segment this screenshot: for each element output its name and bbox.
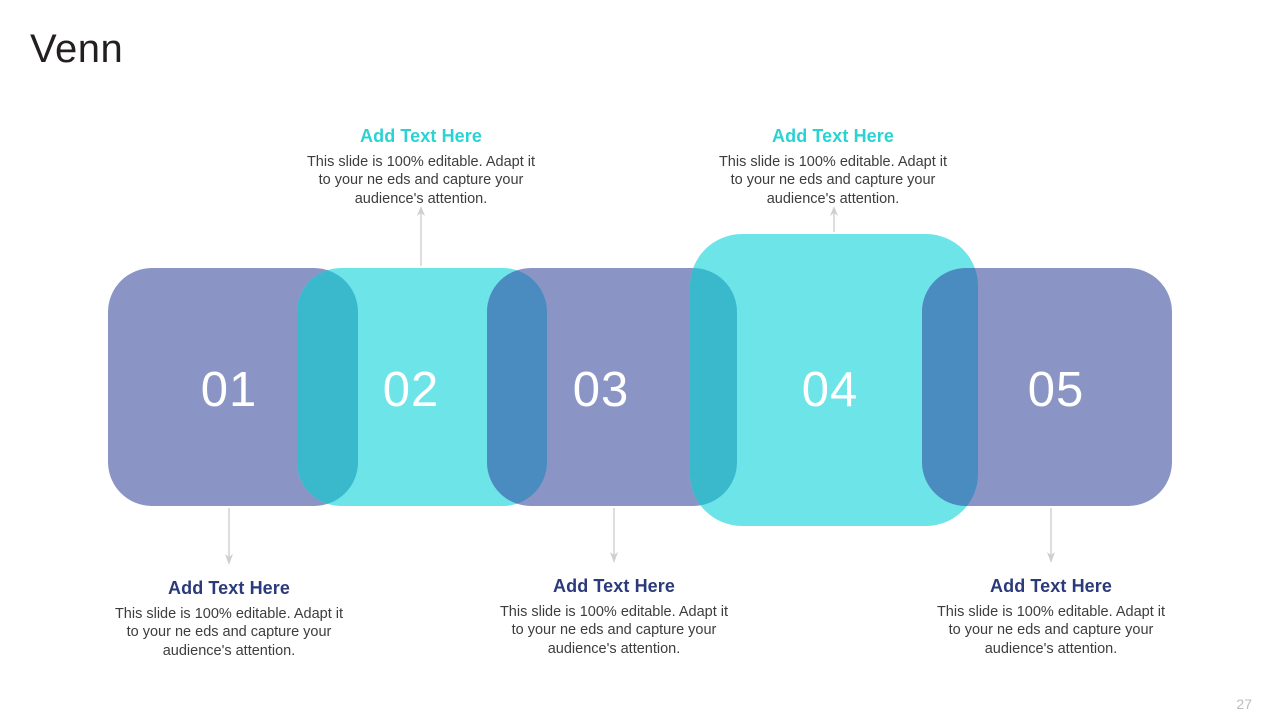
callout-title: Add Text Here	[772, 126, 894, 146]
callout-title: Add Text Here	[553, 576, 675, 596]
venn-number-03: 03	[572, 363, 630, 417]
page-title: Venn	[30, 27, 124, 71]
connector-down-01	[225, 508, 233, 565]
venn-number-02: 02	[382, 363, 440, 417]
connector-down-03	[610, 508, 618, 563]
venn-number-04: 04	[801, 363, 859, 417]
callout-title: Add Text Here	[168, 578, 290, 598]
callout-top-04[interactable]: Add Text Here This slide is 100% editabl…	[713, 125, 953, 208]
page-number: 27	[1236, 696, 1252, 712]
callout-body: This slide is 100% editable. Adapt it to…	[718, 153, 948, 207]
callout-body: This slide is 100% editable. Adapt it to…	[499, 603, 729, 657]
callout-title: Add Text Here	[360, 126, 482, 146]
callout-bottom-03[interactable]: Add Text Here This slide is 100% editabl…	[494, 575, 734, 658]
callout-body: This slide is 100% editable. Adapt it to…	[936, 603, 1166, 657]
connector-up-04	[830, 206, 838, 232]
venn-shape-05[interactable]	[922, 268, 1172, 506]
connector-down-05	[1047, 508, 1055, 563]
venn-number-05: 05	[1027, 363, 1085, 417]
callout-body: This slide is 100% editable. Adapt it to…	[114, 605, 344, 659]
venn-shape-01[interactable]	[108, 268, 358, 506]
callout-bottom-05[interactable]: Add Text Here This slide is 100% editabl…	[931, 575, 1171, 658]
callout-top-02[interactable]: Add Text Here This slide is 100% editabl…	[301, 125, 541, 208]
callout-bottom-01[interactable]: Add Text Here This slide is 100% editabl…	[109, 577, 349, 660]
venn-number-01: 01	[200, 363, 258, 417]
callout-title: Add Text Here	[990, 576, 1112, 596]
venn-shape-04[interactable]	[690, 234, 978, 526]
connector-up-02	[417, 206, 425, 266]
callout-body: This slide is 100% editable. Adapt it to…	[306, 153, 536, 207]
venn-shape-02[interactable]	[297, 268, 547, 506]
venn-shape-03[interactable]	[487, 268, 737, 506]
